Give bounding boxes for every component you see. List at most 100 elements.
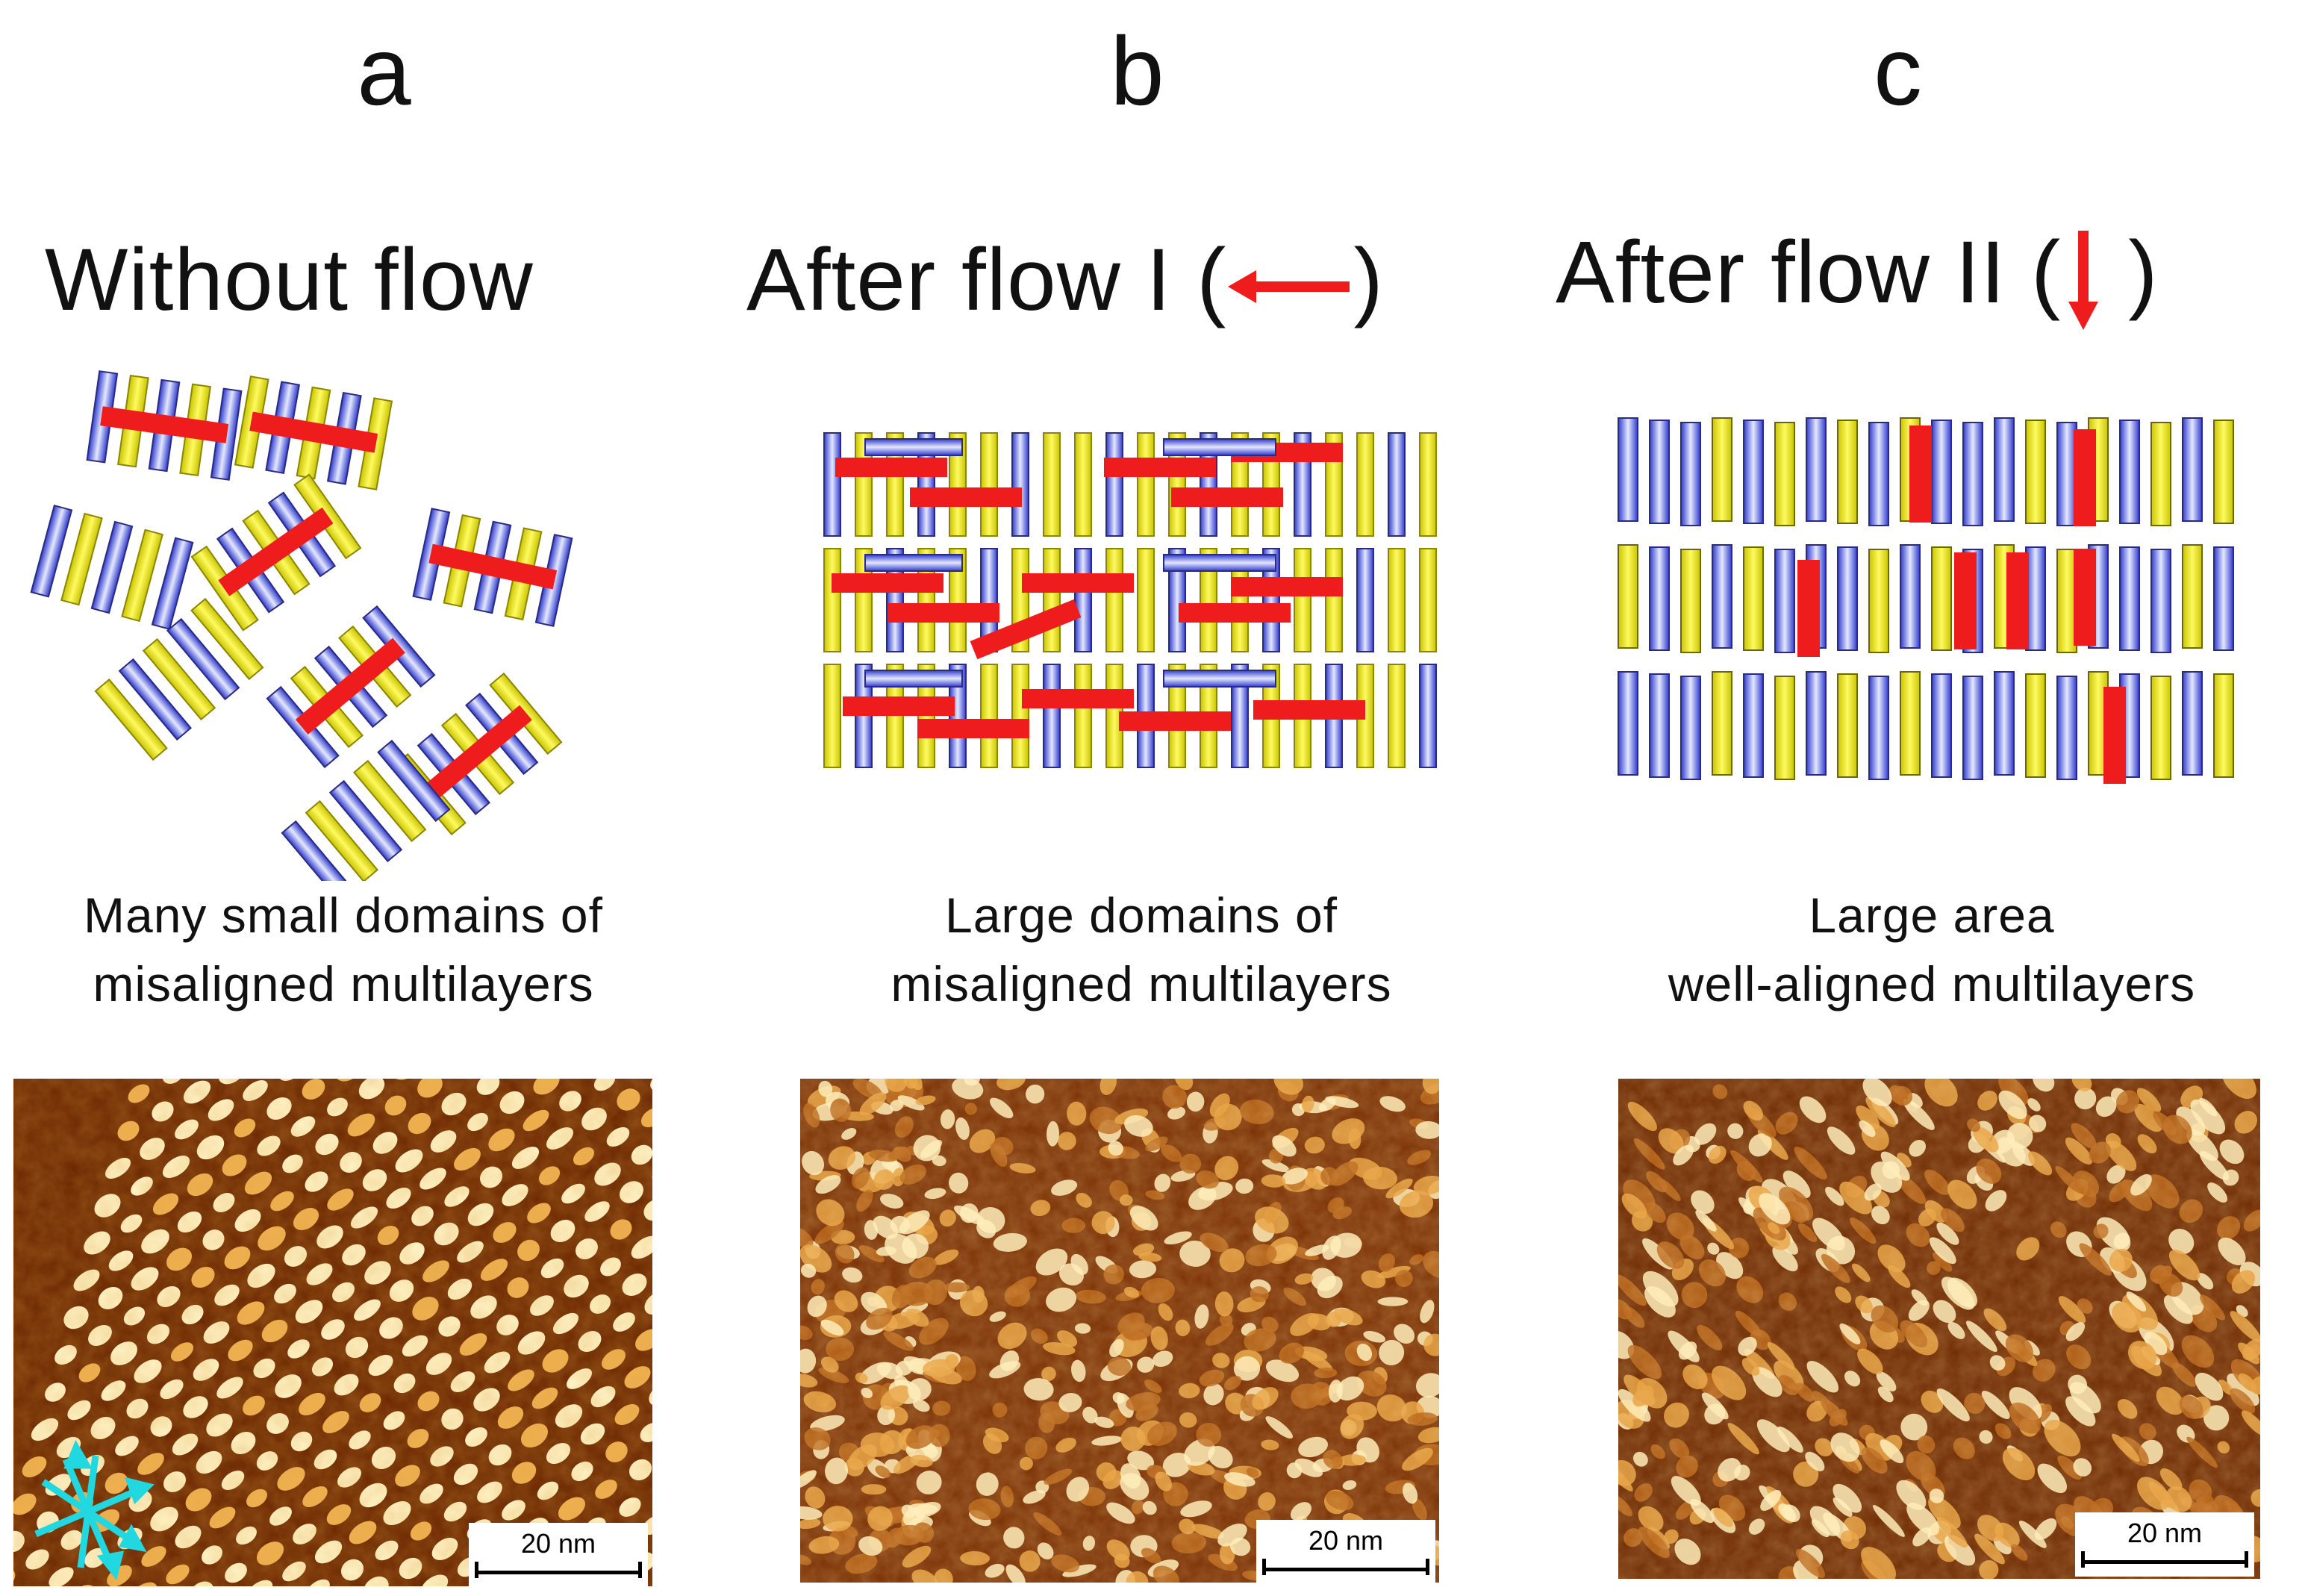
yellow-rod [1868,549,1889,653]
red-rod [917,719,1029,738]
heading-text: After flow II ( [1556,223,2062,322]
red-rod [832,573,943,593]
yellow-rod [1680,549,1701,653]
blue-rod [1994,417,2015,522]
red-rod [2074,549,2096,646]
blue-rod [1868,422,1889,526]
caption-line-1: Large area [1809,888,2055,943]
red-rod [1253,700,1365,720]
yellow-rod [1294,548,1311,652]
blue-rod [1419,664,1437,768]
yellow-rod [980,432,998,537]
rod-domain [393,672,563,836]
yellow-rod [2150,422,2171,526]
yellow-rod [949,432,967,537]
yellow-rod [1712,417,1732,522]
rod-domain [266,605,436,769]
blue-rod [30,504,73,598]
caption-line-2: misaligned multilayers [93,956,594,1011]
yellow-rod [1931,546,1952,651]
blue-rod [1011,432,1029,537]
yellow-rod [2056,549,2077,653]
red-rod [2074,429,2096,526]
yellow-rod [1774,422,1795,526]
rod-domain [86,370,243,481]
panel-letter: c [1874,16,1922,125]
blue-rod [1356,548,1374,652]
blue-rod [2150,549,2171,653]
scale-bar-line [475,1571,642,1574]
blue-rod [1931,420,1952,524]
blue-rod [864,438,963,456]
red-rod [295,638,405,735]
blue-rod [1105,432,1123,537]
blue-rod [2119,420,2140,524]
blue-rod [2182,417,2203,522]
blue-rod [2025,546,2046,651]
blue-rod [1774,549,1795,653]
yellow-rod [980,664,998,768]
yellow-rod [1419,432,1437,537]
scale-bar-label: 20 nm [520,1528,596,1559]
blue-rod [2213,546,2234,651]
panel-caption: Many small domains of misaligned multila… [0,881,687,1018]
heading-text: After flow I ( [746,231,1227,329]
blue-rod [1168,548,1186,652]
rod-schematic-random [30,370,573,881]
yellow-rod [1774,676,1795,780]
rod-schematic-domains [823,432,1437,768]
panel-a: a Without flow Many small domains of mis… [0,0,768,1596]
afm-image-b [800,1079,1439,1583]
red-rod [218,507,334,596]
yellow-rod [823,548,841,652]
blue-rod [377,739,451,823]
panel-caption: Large area well-aligned multilayers [1581,881,2283,1018]
blue-rod [1962,422,1983,526]
panel-heading: Without flow [45,224,534,336]
yellow-rod [94,678,168,761]
panel-b: b After flow I () Large domains of misal… [746,0,1536,1596]
blue-rod [281,820,355,881]
blue-rod [1806,417,1827,522]
yellow-rod [1743,546,1764,651]
afm-image-c [1618,1079,2260,1579]
caption-line-1: Many small domains of [84,888,603,943]
yellow-rod [2213,673,2234,778]
blue-rod [1962,676,1983,780]
blue-rod [328,779,403,863]
scale-bar: 20 nm [1256,1520,1435,1584]
red-rod [2103,687,2126,784]
blue-rod [1649,673,1670,778]
blue-rod [2119,546,2140,651]
red-rod [888,603,999,623]
red-rod [970,599,1082,660]
down-arrow-icon [2068,230,2099,330]
yellow-rod [823,664,841,768]
blue-rod [1618,671,1638,776]
rod-domain [190,473,362,632]
blue-rod [1618,417,1638,522]
blue-rod [1994,671,2015,776]
yellow-rod [2182,544,2203,649]
yellow-rod [2025,673,2046,778]
rod-domain [234,375,393,490]
yellow-rod [1388,548,1406,652]
red-rod [910,487,1022,507]
red-rod [1022,573,1134,593]
blue-rod [1388,432,1406,537]
rod-domain [281,739,451,881]
blue-rod [2182,671,2203,776]
scale-bar-tick [2081,1551,2085,1568]
scale-bar-label: 20 nm [2127,1518,2203,1548]
scale-bar-tick [1262,1559,1266,1575]
red-rod [1104,458,1216,477]
scale-bar-label: 20 nm [1308,1525,1384,1556]
rod-domain [30,504,194,631]
yellow-rod [305,799,378,881]
lattice-direction-marker [34,1439,155,1580]
red-rod [100,406,229,443]
blue-rod [823,432,841,537]
rod-domain [94,597,264,761]
blue-rod [2056,676,2077,780]
scale-bar-tick [475,1562,478,1578]
